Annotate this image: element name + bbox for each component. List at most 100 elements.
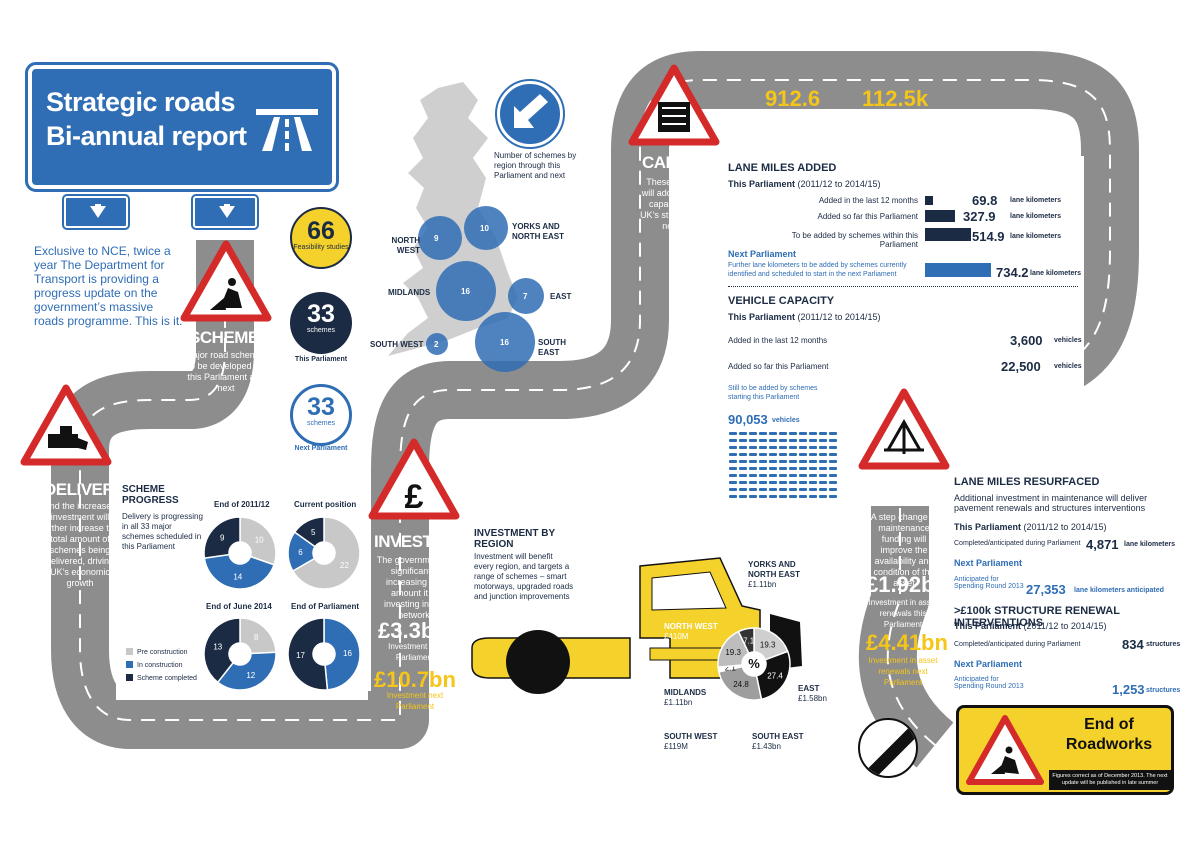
legend-item: Pre construction <box>126 648 188 656</box>
asset-row4-unit: structures <box>1146 687 1181 694</box>
asset-desc: A step change in maintenance funding wil… <box>870 512 938 588</box>
investment-label: INVESTMENT <box>374 532 479 551</box>
lane-row-unit: lane kilometers <box>1010 233 1061 240</box>
schemes-desc: Major road schemes to be developed for t… <box>185 350 267 393</box>
down-arrow-sign-right <box>191 194 259 230</box>
capacity-label: CAPACITY <box>642 153 724 172</box>
asset-row3-label: Completed/anticipated during Parliament <box>954 641 1081 648</box>
still-value: 90,053 <box>728 412 768 427</box>
capacity-stat1-label: lane kilometers added this Parliament <box>757 110 837 128</box>
progress-title: SCHEME PROGRESS <box>122 484 179 506</box>
this-parliament-count: 33 <box>307 300 335 328</box>
asset-row1-unit: lane kilometers <box>1124 541 1175 548</box>
end-title-line1: End of <box>1084 716 1134 733</box>
pie-slice-label: 6 <box>298 548 303 557</box>
pie2-title: Current position <box>294 500 357 509</box>
asset-value2: £4.41bn <box>866 630 948 655</box>
capacity-stat2: 112.5k <box>862 86 929 111</box>
uk-map <box>388 82 544 372</box>
investment-region-title: INVESTMENT BY REGION <box>474 528 555 550</box>
inv-region-name: SOUTH WEST <box>664 732 718 741</box>
pie-slice <box>287 617 329 691</box>
asset-label1: ASSET <box>876 472 931 491</box>
map-label-east: EAST <box>550 292 572 301</box>
this-parliament-label: This Parliament <box>294 356 348 363</box>
asset-row2-unit: lane kilometers anticipated <box>1074 587 1164 594</box>
car-icons-grid <box>728 430 838 498</box>
inv-region-amount: £1.58bn <box>798 694 827 703</box>
vehicle-row-value: 3,600 <box>1010 333 1043 348</box>
map-label-yne: YORKS AND NORTH EAST <box>512 222 564 241</box>
next-parliament-unit: schemes <box>306 420 335 427</box>
pie4-title: End of Parliament <box>291 602 360 611</box>
investment-region-pie: 19.327.424.82.119.37.1 <box>717 627 791 701</box>
struct-period: This Parliament (2011/12 to 2014/15) <box>954 621 1106 631</box>
lane-row-value: 69.8 <box>972 193 998 208</box>
lane-row-value: 514.9 <box>972 229 1005 244</box>
legend-item: In construction <box>126 661 183 669</box>
map-value-mid: 16 <box>461 287 470 296</box>
investment-value1: £3.3bn <box>378 618 448 643</box>
this-parliament-years: (2011/12 to 2014/15) <box>797 179 881 189</box>
end-title-line2: Roadworks <box>1065 736 1153 753</box>
asset-row4-value: 1,253 <box>1112 682 1145 697</box>
inv-region-label: EAST£1.58bn <box>798 684 827 704</box>
svg-text:£: £ <box>405 478 424 516</box>
struct-period-years: (2011/12 to 2014/15) <box>1023 621 1107 631</box>
pie-slice-label: 13 <box>213 642 222 651</box>
diagonal-stripe <box>860 720 916 776</box>
pie-slice-label: 9 <box>220 534 225 543</box>
pie-slice-label: 24.8 <box>733 680 749 689</box>
schemes-label: SCHEMES <box>189 328 270 347</box>
map-caption: Number of schemes by region through this… <box>494 151 577 180</box>
lane-row-label: To be added by schemes within this Parli… <box>791 231 918 249</box>
title-sign: Strategic roads Bi-annual report <box>25 62 339 192</box>
motorway-icon <box>256 109 318 151</box>
this-parliament-heading: This Parliament (2011/12 to 2014/15) <box>728 179 880 189</box>
pie-slice-label: 19.3 <box>760 640 776 649</box>
pie1-title: End of 2011/12 <box>214 500 270 509</box>
struct-period-word: This Parliament <box>954 621 1022 631</box>
pie-slice <box>293 516 325 548</box>
asset-row2-value: 27,353 <box>1026 582 1066 597</box>
next-parliament-count: 33 <box>307 393 335 421</box>
title-line1: Strategic roads <box>46 87 236 117</box>
resurf-desc: Additional investment in maintenance wil… <box>954 493 1148 513</box>
struct-title: >£100k STRUCTURE RENEWAL INTERVENTIONS <box>954 605 1120 629</box>
lane-bar <box>925 196 933 205</box>
pie-slice <box>203 516 241 559</box>
pie-slice-label: 19.3 <box>725 648 741 657</box>
map-value-se: 16 <box>500 338 509 347</box>
still-unit: vehicles <box>772 417 800 424</box>
asset-row4-label: Anticipated for Spending Round 2013 <box>954 676 1024 690</box>
resurf-title: LANE MILES RESURFACED <box>954 476 1100 488</box>
asset-row3-unit: structures <box>1146 641 1181 648</box>
next-parliament-desc: Further lane kilometers to be added by s… <box>728 262 907 278</box>
inv-region-amount: £410M <box>664 632 689 641</box>
asset-value2-label: Investment in asset renewals next Parlia… <box>868 656 938 687</box>
inv-region-label: SOUTH EAST£1.43bn <box>752 732 804 752</box>
legend-label: Pre construction <box>137 649 188 656</box>
intro-text: Exclusive to NCE, twice a year The Depar… <box>34 244 183 328</box>
inv-region-name: NORTH WEST <box>664 622 718 631</box>
delivery-desc: And the increased investment will furthe… <box>41 501 119 588</box>
pie-slice-label: 22 <box>340 561 349 570</box>
legend-label: Scheme completed <box>137 675 197 682</box>
feasibility-label: Feasibility studies <box>293 244 349 251</box>
vehicle-period-years: (2011/12 to 2014/15) <box>797 312 881 322</box>
bridge-warning-sign <box>858 388 950 470</box>
investment-desc: The government is significantly increasi… <box>376 555 452 620</box>
map-label-sw: SOUTH WEST <box>370 340 424 349</box>
still-label: Still to be added by schemes starting th… <box>728 385 818 401</box>
next-lane-bar <box>925 263 991 277</box>
congestion-warning-sign <box>628 64 720 146</box>
capacity-desc: These schemes will add significant capac… <box>640 177 716 231</box>
lane-row-value: 327.9 <box>963 209 996 224</box>
pie-slice-label: 16 <box>343 649 352 658</box>
vehicle-row-label: Added so far this Parliament <box>728 362 829 371</box>
bulldozer-warning-sign <box>20 384 112 466</box>
legend-item: Scheme completed <box>126 674 197 682</box>
map-value-nw: 9 <box>434 234 439 243</box>
